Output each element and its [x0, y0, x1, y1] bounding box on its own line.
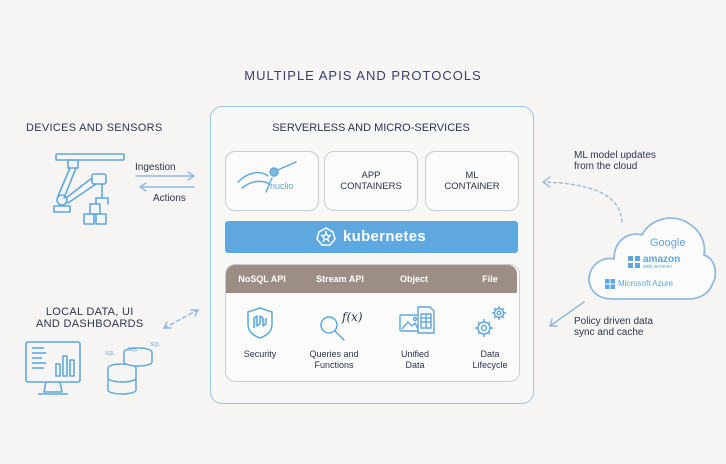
- ingestion-label: Ingestion: [135, 162, 176, 173]
- fx-label: f(x): [342, 310, 363, 324]
- app-card-line1: APP: [361, 170, 381, 181]
- policy-line1: Policy driven data: [574, 316, 653, 327]
- panel-title: SERVERLESS AND MICRO-SERVICES: [272, 122, 470, 134]
- ml-updates-line2: from the cloud: [574, 161, 638, 172]
- kubernetes-wheel-icon: [316, 227, 336, 246]
- db-badge-2: SQL: [128, 347, 139, 353]
- local-data-label-line2: AND DASHBOARDS: [36, 318, 144, 330]
- amazon-subtext: web services: [643, 264, 672, 270]
- app-card-line2: CONTAINERS: [340, 181, 402, 192]
- ml-updates-label: ML model updates from the cloud: [574, 150, 656, 172]
- nuclio-label: nuclio: [270, 181, 294, 191]
- azure-label: Microsoft Azure: [618, 279, 674, 288]
- nuclio-logo-icon: [237, 161, 297, 193]
- cloud-icon: [588, 217, 717, 300]
- nuclio-card: [225, 151, 319, 211]
- google-label: Google: [650, 237, 686, 249]
- kubernetes-bar: [225, 221, 518, 253]
- unified-data-icon: [399, 306, 435, 334]
- aws-icon: [628, 256, 640, 268]
- header-file: File: [482, 274, 498, 284]
- ml-updates-line1: ML model updates: [574, 150, 656, 161]
- search-magnifier-icon: [320, 316, 345, 341]
- security-shield-icon: [247, 307, 273, 339]
- data-services-header: [226, 265, 517, 293]
- policy-label: Policy driven data sync and cache: [574, 316, 653, 338]
- dashboard-icon: [25, 341, 81, 395]
- item-lifecycle-line2: Lifecycle: [472, 360, 508, 370]
- gears-lifecycle-icon: [475, 306, 506, 337]
- item-queries-line1: Queries and: [309, 349, 359, 359]
- local-sync-arrow: [162, 309, 200, 329]
- devices-label: DEVICES AND SENSORS: [26, 122, 163, 134]
- item-queries-line2: Functions: [314, 360, 354, 370]
- local-data-label: LOCAL DATA, UI AND DASHBOARDS: [36, 306, 144, 330]
- policy-line2: sync and cache: [574, 327, 644, 338]
- item-unified-data: Unified Data: [384, 349, 446, 371]
- ml-update-arrow: [541, 176, 623, 223]
- item-unified-line1: Unified: [400, 349, 429, 359]
- amazon-text: amazon: [643, 254, 681, 265]
- item-queries: Queries and Functions: [303, 349, 365, 371]
- robot-arm-icon: [53, 153, 125, 225]
- windows-icon: [605, 279, 615, 289]
- item-data-lifecycle: Data Lifecycle: [459, 349, 521, 371]
- policy-sync-arrow: [549, 301, 585, 327]
- ml-card-line1: ML: [465, 170, 479, 181]
- item-unified-line2: Data: [405, 360, 425, 370]
- item-lifecycle-line1: Data: [480, 349, 500, 359]
- header-stream-api: Stream API: [316, 274, 364, 284]
- amazon-label: amazon web services: [643, 254, 681, 271]
- database-icon: [107, 347, 153, 395]
- kubernetes-label: kubernetes: [342, 228, 427, 245]
- page-title: MULTIPLE APIS AND PROTOCOLS: [244, 68, 482, 83]
- header-object: Object: [399, 274, 428, 284]
- actions-label: Actions: [153, 193, 186, 204]
- db-badge-1: SQL: [105, 351, 116, 357]
- item-security-line1: Security: [243, 349, 277, 359]
- local-data-label-line1: LOCAL DATA, UI: [45, 306, 134, 318]
- item-security: Security: [229, 349, 291, 360]
- header-nosql-api: NoSQL API: [238, 274, 286, 284]
- db-badge-3: SQL: [150, 342, 161, 348]
- ml-card-line2: CONTAINER: [444, 181, 500, 192]
- ingestion-actions-arrows: [135, 171, 196, 192]
